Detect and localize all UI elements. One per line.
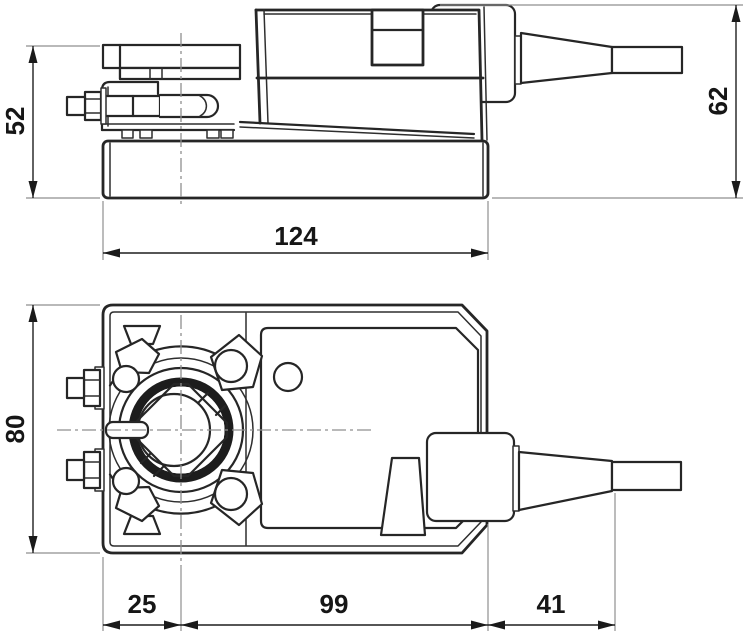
bolt-hex-top xyxy=(82,368,102,408)
dimension-label-80: 80 xyxy=(0,415,30,444)
manual-override-button xyxy=(370,8,425,67)
strain-relief-cone xyxy=(517,450,614,512)
dimension-label-25: 25 xyxy=(128,589,157,619)
bolt-hex-bottom xyxy=(82,450,102,490)
side-housing xyxy=(238,6,488,142)
cover-latch xyxy=(379,456,427,537)
clamp-top-plate xyxy=(101,43,242,70)
cable xyxy=(610,45,684,75)
housing-bottom-edge xyxy=(238,120,476,136)
dimension-41: 41 xyxy=(488,493,616,631)
bolt-head-bottom xyxy=(65,458,86,482)
clamp-bolt-head xyxy=(65,95,87,117)
cover-button xyxy=(272,361,304,393)
dimension-62: 62 xyxy=(440,4,743,199)
top-cover xyxy=(259,326,480,530)
top-bolts xyxy=(65,366,105,492)
bolt-head-top xyxy=(65,376,86,400)
gland-block xyxy=(425,431,516,523)
top-view xyxy=(57,303,683,566)
side-clamp-assembly xyxy=(65,43,242,139)
claw-screw-hole-top xyxy=(213,348,249,384)
dimension-label-99: 99 xyxy=(320,589,349,619)
strain-relief-cone xyxy=(519,31,614,85)
dimension-124: 124 xyxy=(102,201,489,260)
dimension-52: 52 xyxy=(0,45,100,199)
clamp-claw-bottom-right xyxy=(209,468,264,527)
dimension-label-62: 62 xyxy=(703,87,733,116)
side-view xyxy=(65,3,684,207)
clamp-hex-nut xyxy=(83,90,103,122)
dimension-label-41: 41 xyxy=(537,589,566,619)
clamp-washer xyxy=(100,87,107,125)
claw-screw-hole-bottom xyxy=(213,476,249,512)
dimension-99: 99 xyxy=(181,524,489,631)
clamp-lower-plate xyxy=(118,66,242,81)
dimension-label-124: 124 xyxy=(274,221,318,251)
top-cable-gland xyxy=(425,431,683,523)
clamp-slot-link xyxy=(158,93,220,119)
dimension-25: 25 xyxy=(102,557,182,631)
dimensions: 52 62 124 80 xyxy=(0,4,743,631)
cable xyxy=(610,460,683,492)
dimension-80: 80 xyxy=(0,304,100,554)
clamp-claw-top-right xyxy=(209,333,264,392)
side-base-plate xyxy=(101,139,490,200)
dimension-label-52: 52 xyxy=(0,107,30,136)
